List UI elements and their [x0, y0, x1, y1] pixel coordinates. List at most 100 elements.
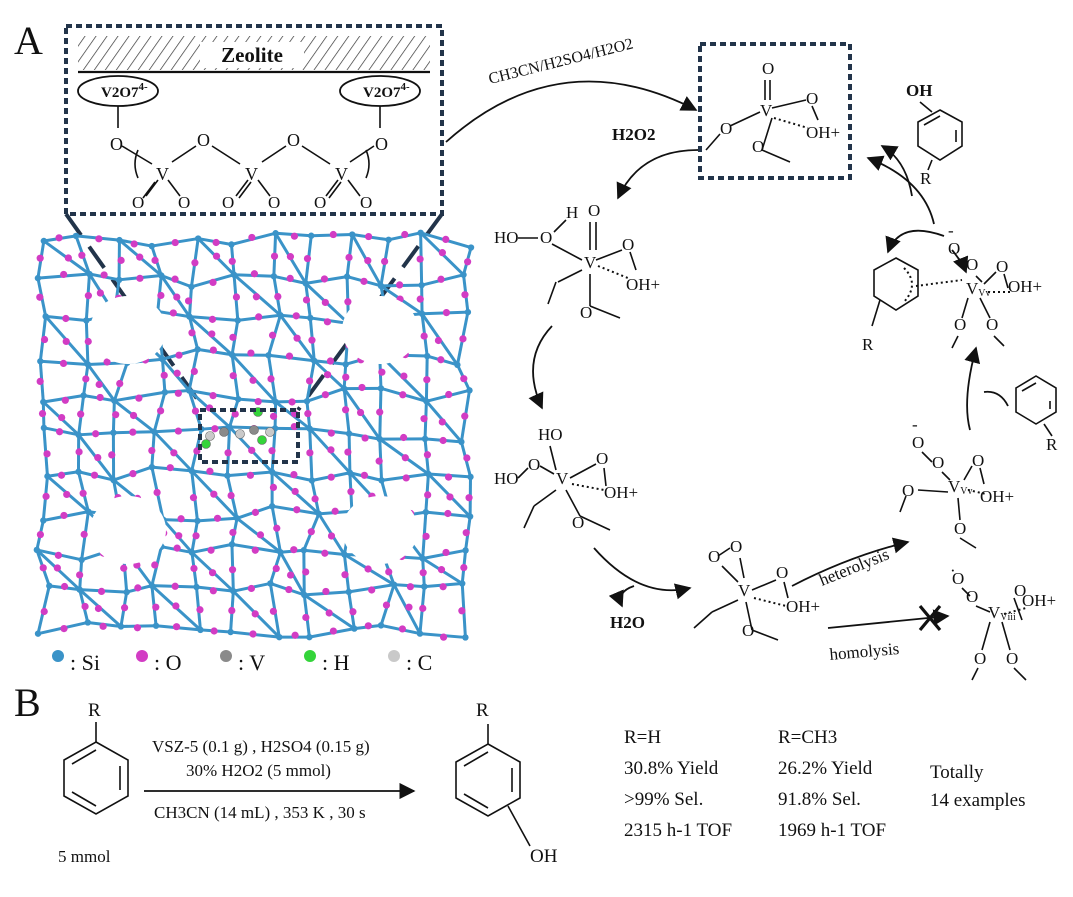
framework-oxygen-atom: [406, 583, 414, 591]
step-arrow-2: [593, 547, 692, 600]
framework-oxygen-atom: [401, 454, 409, 462]
framework-oxygen-atom: [84, 337, 92, 346]
framework-oxygen-atom: [210, 627, 218, 635]
chain-v-1: V: [156, 164, 169, 184]
framework-silicon-atom: [75, 431, 82, 439]
framework-oxygen-atom: [90, 471, 99, 479]
i1-h: H: [566, 203, 578, 222]
framework-silicon-atom: [377, 385, 385, 392]
framework-oxygen-atom: [172, 623, 181, 631]
framework-oxygen-atom: [78, 251, 86, 259]
framework-oxygen-atom: [249, 630, 257, 638]
framework-oxygen-atom: [375, 457, 383, 465]
h2o2-addition-arrow: [616, 149, 699, 200]
framework-silicon-atom: [86, 270, 93, 278]
framework-oxygen-atom: [228, 606, 236, 615]
framework-silicon-atom: [467, 244, 475, 251]
result-ch3-header: R=CH3: [778, 727, 837, 748]
result-h-yield: 30.8% Yield: [624, 758, 719, 779]
framework-oxygen-atom: [173, 293, 181, 301]
framework-silicon-atom: [40, 424, 48, 432]
framework-oxygen-atom: [341, 571, 349, 579]
framework-oxygen-atom: [360, 471, 369, 479]
framework-oxygen-atom: [365, 232, 373, 241]
framework-oxygen-atom: [291, 631, 299, 639]
framework-oxygen-atom: [364, 622, 372, 630]
framework-silicon-atom: [44, 473, 51, 480]
as-o-top: O: [762, 59, 774, 78]
active-site-atom: [219, 427, 229, 437]
i1-o1: O: [540, 228, 552, 247]
framework-oxygen-atom: [108, 451, 116, 459]
framework-oxygen-atom: [420, 332, 428, 340]
framework-oxygen-atom: [129, 470, 137, 478]
framework-oxygen-atom: [458, 607, 466, 615]
framework-silicon-atom: [272, 230, 279, 237]
phenol-r: R: [920, 169, 932, 188]
framework-oxygen-atom: [269, 607, 277, 615]
homolysis-label: homolysis: [829, 639, 900, 664]
framework-oxygen-atom: [461, 412, 469, 420]
framework-silicon-atom: [193, 583, 200, 591]
framework-oxygen-atom: [175, 351, 183, 359]
framework-oxygen-atom: [36, 530, 45, 539]
framework-oxygen-atom: [356, 408, 365, 417]
framework-oxygen-atom: [326, 357, 335, 365]
framework-oxygen-atom: [327, 429, 335, 437]
framework-oxygen-atom: [63, 490, 71, 499]
benzene-addition-arrow: [964, 346, 981, 431]
framework-oxygen-atom: [103, 358, 111, 366]
zeolite-framework: [33, 229, 475, 641]
framework-silicon-atom: [84, 619, 91, 626]
framework-silicon-atom: [307, 314, 314, 322]
framework-oxygen-atom: [80, 530, 88, 538]
framework-silicon-atom: [194, 517, 201, 525]
results-r-ch3: R=CH3 26.2% Yield 91.8% Sel. 1969 h-1 TO…: [778, 727, 886, 841]
framework-oxygen-atom: [442, 309, 451, 317]
framework-oxygen-atom: [382, 601, 391, 609]
framework-oxygen-atom: [79, 489, 87, 497]
framework-oxygen-atom: [96, 289, 104, 297]
result-h-sel: >99% Sel.: [624, 789, 703, 810]
ts-o-b2: O: [986, 315, 998, 334]
ts-o1: O: [948, 239, 960, 258]
framework-silicon-atom: [40, 237, 48, 245]
ts-oo-arrow: [951, 249, 969, 274]
framework-oxygen-atom: [445, 390, 453, 399]
framework-silicon-atom: [315, 510, 323, 518]
framework-oxygen-atom: [304, 410, 312, 418]
framework-silicon-atom: [115, 276, 123, 284]
framework-oxygen-atom: [61, 396, 69, 404]
heterolysis-label: heterolysis: [816, 545, 891, 590]
framework-silicon-atom: [83, 317, 90, 324]
framework-oxygen-atom: [434, 336, 443, 345]
ts-minus: -: [948, 221, 954, 240]
framework-silicon-atom: [197, 626, 204, 634]
framework-oxygen-atom: [156, 407, 165, 415]
framework-silicon-atom: [462, 634, 469, 641]
framework-silicon-atom: [418, 281, 425, 289]
framework-silicon-atom: [233, 515, 241, 522]
framework-oxygen-atom: [361, 434, 369, 442]
framework-silicon-atom: [277, 549, 284, 556]
ts-o2: O: [966, 255, 978, 274]
framework-oxygen-atom: [420, 415, 428, 423]
framework-oxygen-atom: [151, 561, 159, 569]
framework-oxygen-atom: [39, 564, 47, 572]
framework-oxygen-atom: [42, 492, 50, 500]
framework-oxygen-atom: [190, 367, 198, 376]
active-site-atom: [249, 425, 259, 435]
framework-oxygen-atom: [134, 584, 142, 592]
framework-silicon-atom: [349, 231, 356, 238]
heterolysis-arrow: [791, 537, 910, 587]
framework-silicon-atom: [110, 429, 117, 436]
framework-oxygen-atom: [251, 610, 259, 618]
intermediate-2: HO HO O V O OH+ O: [494, 425, 638, 532]
framework-silicon-atom: [148, 463, 156, 471]
framework-silicon-atom: [466, 513, 474, 520]
framework-oxygen-atom: [136, 253, 144, 261]
framework-oxygen-atom: [376, 408, 384, 416]
framework-oxygen-atom: [174, 427, 182, 435]
framework-silicon-atom: [306, 425, 313, 432]
framework-silicon-atom: [78, 556, 85, 564]
